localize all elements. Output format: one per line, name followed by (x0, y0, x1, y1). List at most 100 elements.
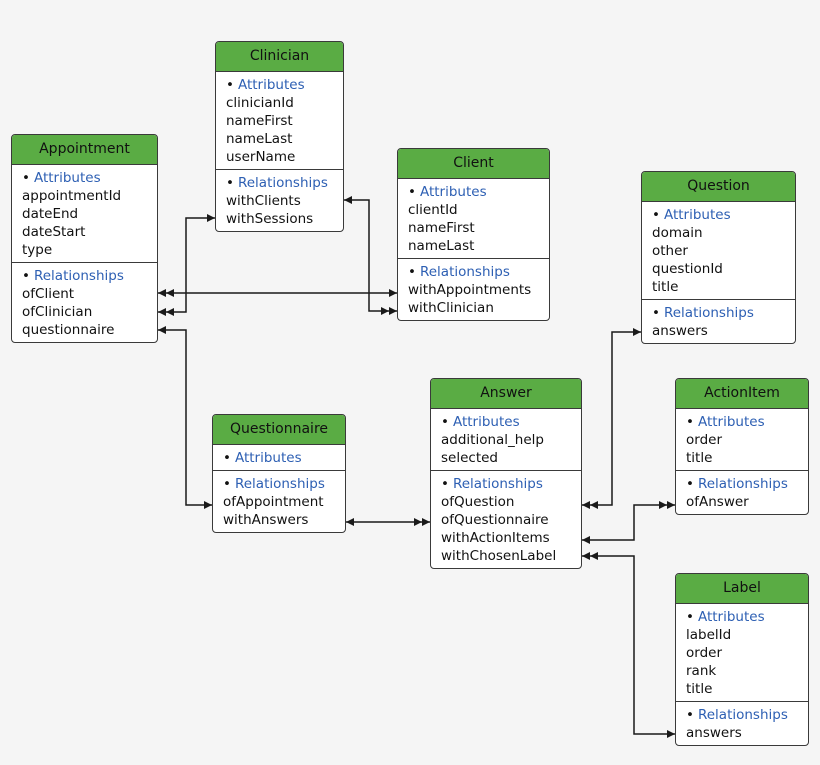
relationship-item: withClients (226, 193, 301, 209)
attributes-section: •Attributes order title (676, 409, 808, 470)
attribute-item: labelId (686, 627, 732, 643)
entity-header: Question (642, 172, 795, 202)
entity-questionnaire: Questionnaire •Attributes •Relationships… (212, 414, 346, 533)
attribute-item: appointmentId (22, 188, 122, 204)
bullet-icon: • (22, 170, 30, 186)
bullet-icon: • (408, 184, 416, 200)
attribute-item: dateEnd (22, 206, 79, 222)
attributes-section: •Attributes (213, 445, 345, 470)
entity-header: Appointment (12, 135, 157, 165)
section-label: Relationships (663, 305, 754, 321)
relationships-section: •Relationships ofQuestion ofQuestionnair… (431, 470, 581, 568)
entity-answer: Answer •Attributes additional_help selec… (430, 378, 582, 569)
attribute-item: dateStart (22, 224, 86, 240)
bullet-icon: • (223, 450, 231, 466)
section-label: Attributes (697, 414, 765, 430)
relationship-item: answers (686, 725, 742, 741)
relationship-item: questionnaire (22, 322, 115, 338)
relationship-item: ofAppointment (223, 494, 324, 510)
section-label: Attributes (663, 207, 731, 223)
attributes-section: •Attributes labelId order rank title (676, 604, 808, 701)
relationships-section: •Relationships answers (676, 701, 808, 745)
bullet-icon: • (408, 264, 416, 280)
line-answer-question (582, 328, 641, 509)
attributes-section: •Attributes additional_help selected (431, 409, 581, 470)
attribute-item: title (686, 681, 713, 697)
section-label: Attributes (452, 414, 520, 430)
attribute-item: nameLast (226, 131, 293, 147)
attribute-item: order (686, 645, 722, 661)
entity-client: Client •Attributes clientId nameFirst na… (397, 148, 550, 321)
attribute-item: additional_help (441, 432, 544, 448)
attributes-section: •Attributes appointmentId dateEnd dateSt… (12, 165, 157, 262)
attribute-item: order (686, 432, 722, 448)
relationship-item: withSessions (226, 211, 314, 227)
relationship-item: ofClient (22, 286, 75, 302)
attribute-item: selected (441, 450, 498, 466)
entity-header: Client (398, 149, 549, 179)
bullet-icon: • (441, 414, 449, 430)
relationship-item: withActionItems (441, 530, 550, 546)
relationship-item: ofClinician (22, 304, 93, 320)
bullet-icon: • (223, 476, 231, 492)
bullet-icon: • (686, 414, 694, 430)
line-answer-label (582, 552, 675, 738)
section-label: Relationships (33, 268, 124, 284)
bullet-icon: • (652, 305, 660, 321)
attribute-item: nameLast (408, 238, 475, 254)
section-label: Attributes (33, 170, 101, 186)
section-label: Relationships (234, 476, 325, 492)
bullet-icon: • (686, 707, 694, 723)
entity-actionitem: ActionItem •Attributes order title •Rela… (675, 378, 809, 515)
bullet-icon: • (226, 77, 234, 93)
section-label: Relationships (697, 476, 788, 492)
relationship-item: withAnswers (223, 512, 309, 528)
relationship-item: withClinician (408, 300, 494, 316)
relationships-section: •Relationships ofAppointment withAnswers (213, 470, 345, 532)
attributes-section: •Attributes clinicianId nameFirst nameLa… (216, 72, 343, 169)
relationship-item: withAppointments (408, 282, 532, 298)
section-label: Attributes (419, 184, 487, 200)
entity-header: ActionItem (676, 379, 808, 409)
attributes-section: •Attributes domain other questionId titl… (642, 202, 795, 299)
attribute-item: nameFirst (408, 220, 475, 236)
line-answer-actionitem (582, 501, 675, 544)
relationship-item: ofQuestionnaire (441, 512, 549, 528)
section-label: Relationships (237, 175, 328, 191)
entity-header: Questionnaire (213, 415, 345, 445)
line-clinician-appointment (158, 214, 215, 316)
relationship-item: ofAnswer (686, 494, 749, 510)
entity-appointment: Appointment •Attributes appointmentId da… (11, 134, 158, 343)
section-label: Attributes (237, 77, 305, 93)
entity-question: Question •Attributes domain other questi… (641, 171, 796, 344)
section-label: Relationships (697, 707, 788, 723)
attribute-item: title (686, 450, 713, 466)
attribute-item: other (652, 243, 688, 259)
line-appointment-questionnaire (158, 326, 212, 509)
relationships-section: •Relationships ofAnswer (676, 470, 808, 514)
relationships-section: •Relationships answers (642, 299, 795, 343)
relationships-section: •Relationships withAppointments withClin… (398, 258, 549, 320)
attribute-item: domain (652, 225, 703, 241)
section-label: Attributes (234, 450, 302, 466)
bullet-icon: • (441, 476, 449, 492)
section-label: Relationships (452, 476, 543, 492)
attributes-section: •Attributes clientId nameFirst nameLast (398, 179, 549, 258)
line-clinician-client (344, 196, 397, 315)
bullet-icon: • (226, 175, 234, 191)
bullet-icon: • (652, 207, 660, 223)
section-label: Attributes (697, 609, 765, 625)
relationships-section: •Relationships ofClient ofClinician ques… (12, 262, 157, 342)
attribute-item: type (22, 242, 53, 258)
entity-header: Clinician (216, 42, 343, 72)
attribute-item: userName (226, 149, 296, 165)
attribute-item: nameFirst (226, 113, 293, 129)
attribute-item: rank (686, 663, 717, 679)
attribute-item: title (652, 279, 679, 295)
attribute-item: questionId (652, 261, 723, 277)
attribute-item: clinicianId (226, 95, 294, 111)
relationship-item: answers (652, 323, 708, 339)
entity-header: Label (676, 574, 808, 604)
entity-label: Label •Attributes labelId order rank tit… (675, 573, 809, 746)
